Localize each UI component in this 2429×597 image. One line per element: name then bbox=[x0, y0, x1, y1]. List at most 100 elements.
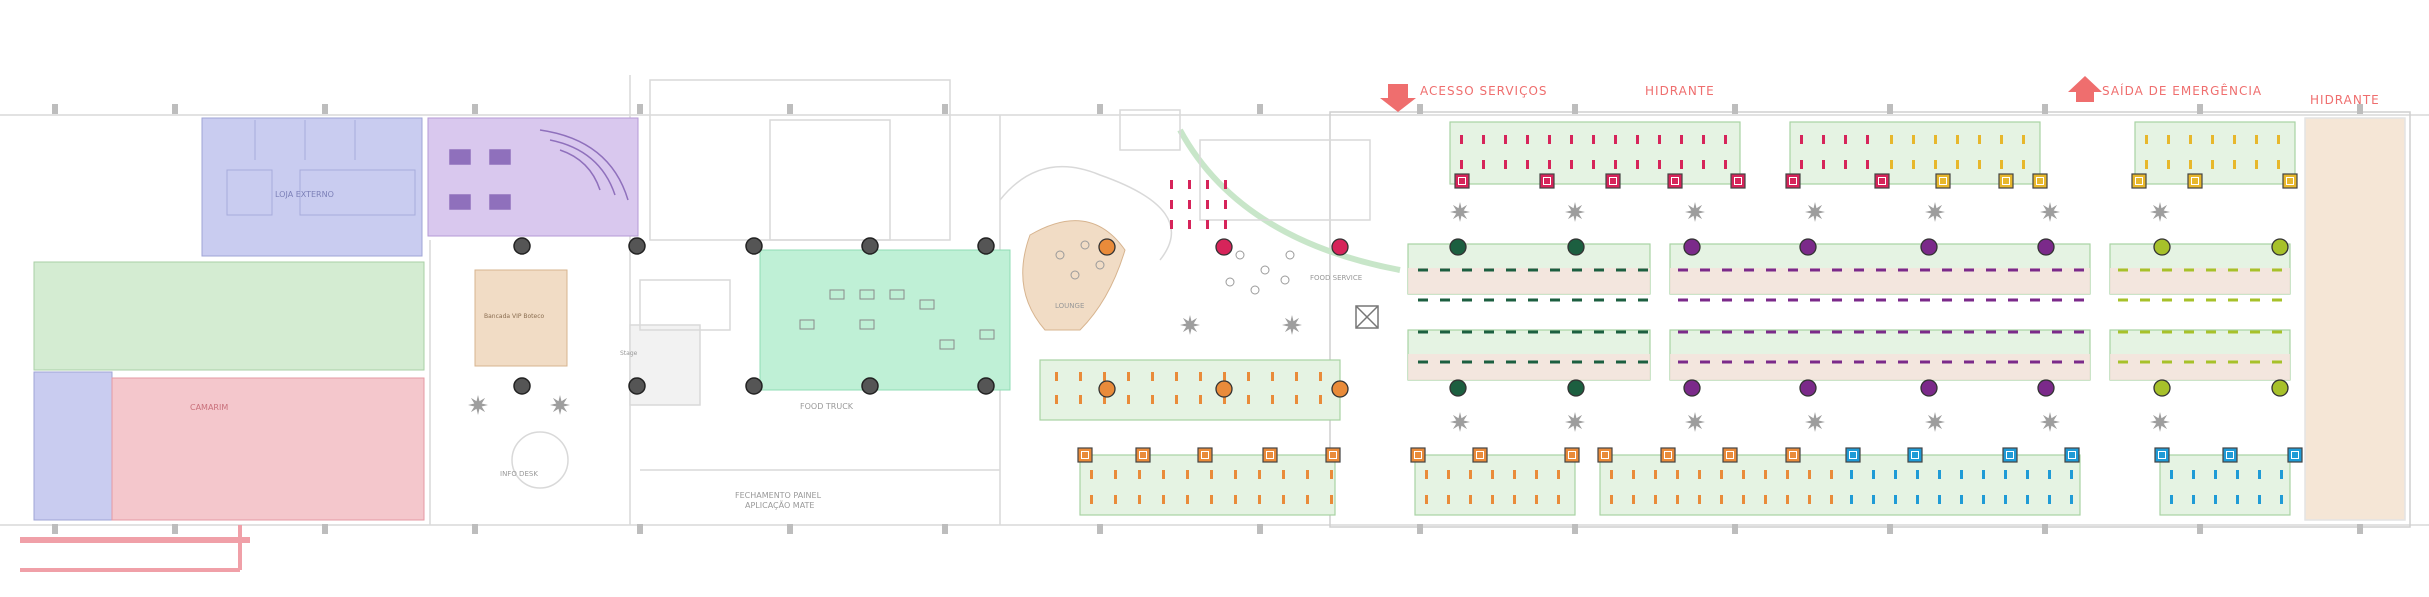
booth-tick bbox=[2192, 495, 2195, 504]
booth-tick bbox=[1890, 160, 1893, 169]
emergency-exit-arrow-icon bbox=[2068, 76, 2102, 102]
booth-tick bbox=[1491, 470, 1494, 479]
square-marker bbox=[2064, 447, 2080, 463]
booth-tick bbox=[1170, 180, 1173, 189]
booth-tick bbox=[1306, 470, 1309, 479]
booth-tick bbox=[1258, 470, 1261, 479]
square-marker-inner bbox=[1671, 177, 1679, 185]
booth-tick bbox=[1513, 470, 1516, 479]
booth-tick bbox=[1724, 160, 1727, 169]
booth-tick bbox=[1127, 395, 1130, 404]
service-access-arrow-icon bbox=[1380, 84, 1416, 112]
star-marker bbox=[1565, 202, 1585, 222]
square-marker bbox=[1197, 447, 1213, 463]
grey-node bbox=[745, 377, 763, 395]
booth-tick bbox=[1912, 135, 1915, 144]
star-marker bbox=[468, 395, 488, 415]
square-marker bbox=[2222, 447, 2238, 463]
star-marker bbox=[2150, 412, 2170, 432]
booth-tick bbox=[1610, 470, 1613, 479]
booth-tick bbox=[1175, 395, 1178, 404]
star-marker bbox=[1805, 412, 1825, 432]
booth-tick bbox=[1114, 470, 1117, 479]
star-marker bbox=[1685, 202, 1705, 222]
colored-square-markers bbox=[1077, 173, 2303, 463]
booth-tick bbox=[2211, 160, 2214, 169]
booth-tick bbox=[2277, 135, 2280, 144]
booth-tick bbox=[1938, 495, 1941, 504]
booth-tick bbox=[2026, 470, 2029, 479]
square-marker bbox=[1722, 447, 1738, 463]
booth-tick bbox=[1103, 372, 1106, 381]
booth-tick bbox=[1866, 135, 1869, 144]
booth-tick bbox=[1295, 395, 1298, 404]
square-marker-inner bbox=[1734, 177, 1742, 185]
booth-tick bbox=[2048, 495, 2051, 504]
square-marker-inner bbox=[1139, 451, 1147, 459]
booth-tick bbox=[1504, 135, 1507, 144]
square-marker-inner bbox=[2036, 177, 2044, 185]
zone-red-backstage bbox=[111, 377, 425, 521]
booth-tick bbox=[1916, 495, 1919, 504]
booth-tick bbox=[2004, 470, 2007, 479]
booth-tick bbox=[1188, 220, 1191, 229]
booth-tick bbox=[1535, 470, 1538, 479]
grey-node bbox=[628, 377, 646, 395]
star-marker bbox=[1925, 412, 1945, 432]
booth-tick bbox=[2000, 135, 2003, 144]
column bbox=[1732, 524, 1738, 534]
booth-tick bbox=[2022, 160, 2025, 169]
booth-tick bbox=[1175, 372, 1178, 381]
booth-tick bbox=[1206, 180, 1209, 189]
star-marker bbox=[1805, 202, 1825, 222]
booth-tick bbox=[1548, 160, 1551, 169]
booth-tick bbox=[1079, 372, 1082, 381]
label-lounge: LOUNGE bbox=[1055, 302, 1084, 310]
table bbox=[979, 329, 995, 340]
circle-marker bbox=[2271, 238, 2289, 256]
booth-tick bbox=[1319, 395, 1322, 404]
square-marker-inner bbox=[1266, 451, 1274, 459]
zone-green-hall bbox=[33, 261, 425, 371]
booth-tick bbox=[1592, 160, 1595, 169]
colored-circle-markers bbox=[1098, 238, 2289, 398]
zone-purple-auditorium bbox=[427, 117, 639, 237]
star-marker bbox=[1282, 315, 1302, 335]
circle-marker bbox=[1449, 379, 1467, 397]
column bbox=[637, 524, 643, 534]
column bbox=[2197, 524, 2203, 534]
booth-tick bbox=[1282, 495, 1285, 504]
square-marker-inner bbox=[2002, 177, 2010, 185]
booth-tick bbox=[1247, 395, 1250, 404]
square-marker-inner bbox=[1878, 177, 1886, 185]
booth-tick bbox=[2280, 495, 2283, 504]
column bbox=[1887, 104, 1893, 114]
stand-blocks-pink bbox=[1408, 268, 2290, 380]
booth-tick bbox=[2258, 495, 2261, 504]
circle-marker bbox=[1215, 380, 1233, 398]
booth-tick bbox=[1186, 470, 1189, 479]
square-marker-inner bbox=[2226, 451, 2234, 459]
booth-tick bbox=[1592, 135, 1595, 144]
booth-tick bbox=[1090, 495, 1093, 504]
structural-columns bbox=[52, 104, 2363, 534]
circle-marker bbox=[2271, 379, 2289, 397]
booth-tick bbox=[1956, 160, 1959, 169]
column bbox=[1417, 104, 1423, 114]
seating-clusters bbox=[799, 240, 1295, 350]
star-marker bbox=[1925, 202, 1945, 222]
column bbox=[322, 104, 328, 114]
square-marker bbox=[2154, 447, 2170, 463]
label-stage: Stage bbox=[620, 350, 638, 357]
booth-tick bbox=[1764, 495, 1767, 504]
booth-tick bbox=[2214, 470, 2217, 479]
label-fechamento: FECHAMENTO PAINEL bbox=[735, 491, 822, 500]
booth-furniture-rows bbox=[1055, 135, 2283, 504]
square-marker bbox=[1325, 447, 1341, 463]
booth-tick bbox=[1271, 395, 1274, 404]
star-marker bbox=[2040, 202, 2060, 222]
booth-tick bbox=[1055, 372, 1058, 381]
square-marker bbox=[1660, 447, 1676, 463]
booth-tick bbox=[2167, 135, 2170, 144]
